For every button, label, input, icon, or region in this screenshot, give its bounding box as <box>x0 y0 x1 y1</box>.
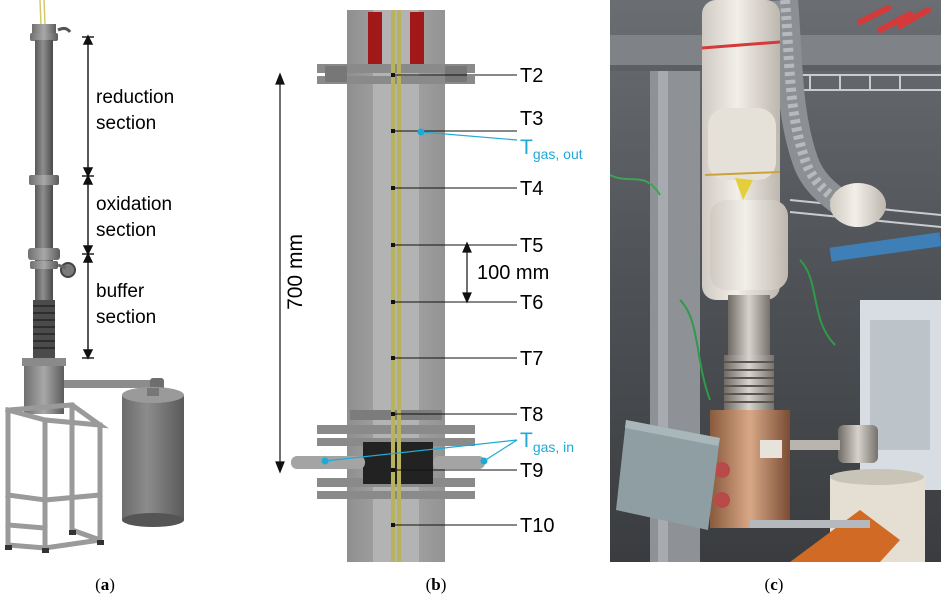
thermocouple-label-t10: T10 <box>520 515 554 537</box>
gas-out-marker <box>417 128 518 141</box>
reduction-label-1: reduction <box>96 87 174 108</box>
caption-a: (a) <box>95 575 115 594</box>
spacing-dimension <box>462 241 472 304</box>
thermocouple-label-t9: T9 <box>520 460 543 482</box>
height-dimension-label: 700 mm <box>284 234 307 310</box>
thermocouple-label-t3: T3 <box>520 108 543 130</box>
panel-c <box>610 0 941 562</box>
height-dimension <box>275 72 285 474</box>
thermocouple-label-t5: T5 <box>520 235 543 257</box>
buffer-label-2: section <box>96 307 156 328</box>
oxidation-label-2: section <box>96 220 156 241</box>
thermocouple-rod-1 <box>391 10 395 562</box>
thermocouple-label-t8: T8 <box>520 404 543 426</box>
oxidation-label-1: oxidation <box>96 194 172 215</box>
caption-c: (c) <box>764 575 784 594</box>
thermocouple-label-t2: T2 <box>520 65 543 87</box>
reactor-cross-section: 700 mm 100 mm T2 T3 T4 <box>275 10 583 562</box>
reduction-label-2: section <box>96 113 156 134</box>
caption-b: (b) <box>425 575 447 594</box>
gas-out-label: Tgas, out <box>520 136 583 162</box>
thermocouple-label-t6: T6 <box>520 292 543 314</box>
support-frame <box>4 402 109 551</box>
thermocouple-label-t7: T7 <box>520 348 543 370</box>
spacing-dimension-label: 100 mm <box>477 262 549 284</box>
gas-in-label: Tgas, in <box>520 429 574 455</box>
gas-tank <box>122 387 184 527</box>
top-flange <box>317 64 475 84</box>
panel-b: 700 mm 100 mm T2 T3 T4 <box>255 0 600 570</box>
copper-gas-box <box>710 410 790 528</box>
electrical-box <box>616 420 720 530</box>
reactor-3d-rendering: reduction section oxidation section buff… <box>4 0 184 553</box>
insulated-reactor <box>701 0 788 300</box>
buffer-label-1: buffer <box>96 281 145 302</box>
photo-bellows <box>724 355 774 410</box>
panel-a: reduction section oxidation section buff… <box>0 0 210 570</box>
thermocouple-rod-2 <box>397 10 401 562</box>
setup-photograph <box>610 0 941 562</box>
thermocouple-label-t4: T4 <box>520 178 543 200</box>
bellows <box>33 300 55 360</box>
gas-in-marker <box>321 439 518 465</box>
